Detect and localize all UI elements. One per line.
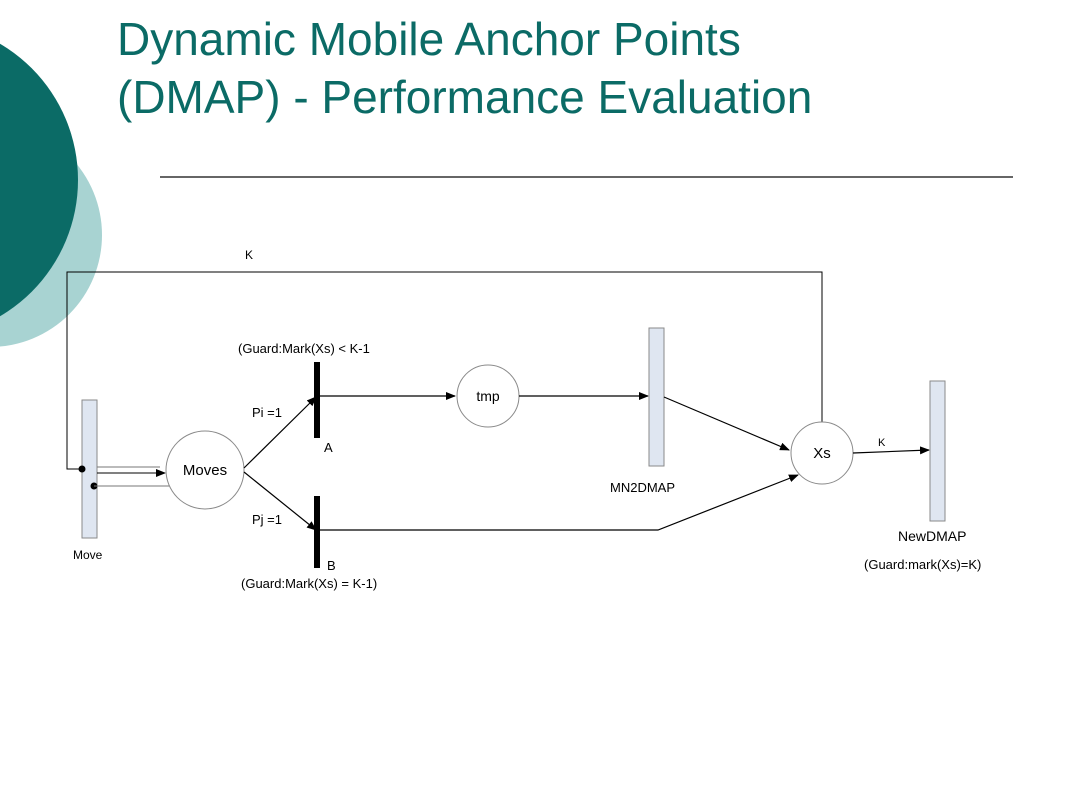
transition-a	[314, 362, 320, 438]
arc-label-pj: Pj =1	[252, 512, 282, 527]
transition-newdmap	[929, 380, 946, 522]
place-moves	[165, 430, 245, 510]
arc-endpoint-dot	[78, 465, 86, 473]
transition-b-label: B	[327, 558, 336, 573]
place-tmp-label: tmp	[476, 388, 500, 404]
dark-teal-circle	[0, 43, 78, 317]
title-line-2: (DMAP) - Performance Evaluation	[117, 71, 813, 123]
page-title: Dynamic Mobile Anchor Points (DMAP) - Pe…	[117, 10, 1047, 126]
transition-newdmap-label: NewDMAP	[898, 528, 966, 544]
arc-label-k-feedback: K	[245, 248, 253, 262]
guard-newdmap: (Guard:mark(Xs)=K)	[864, 557, 981, 572]
place-xs-label: Xs	[813, 445, 831, 462]
arc-xs-to-newdmap	[852, 446, 930, 455]
arc-label-pi: Pi =1	[252, 405, 282, 420]
transition-mn2dmap-label: MN2DMAP	[610, 480, 675, 495]
place-moves-label: Moves	[183, 462, 227, 479]
guard-b: (Guard:Mark(Xs) = K-1)	[241, 576, 377, 591]
decorative-circles	[0, 43, 102, 347]
title-line-1: Dynamic Mobile Anchor Points	[117, 13, 741, 65]
arc-b-to-xs	[320, 474, 799, 531]
transition-mn2dmap	[648, 327, 665, 467]
guard-a: (Guard:Mark(Xs) < K-1	[238, 341, 370, 356]
arc-label-k-out: K	[878, 437, 886, 449]
arc-moves-to-a	[243, 396, 317, 469]
transition-a-label: A	[324, 440, 333, 455]
arc-xs-to-move-feedback	[66, 271, 823, 470]
transition-b	[314, 496, 320, 568]
arc-mn2dmap-to-xs	[663, 396, 790, 451]
transition-move-label: Move	[73, 548, 103, 562]
arc-moves-to-b	[243, 471, 317, 531]
